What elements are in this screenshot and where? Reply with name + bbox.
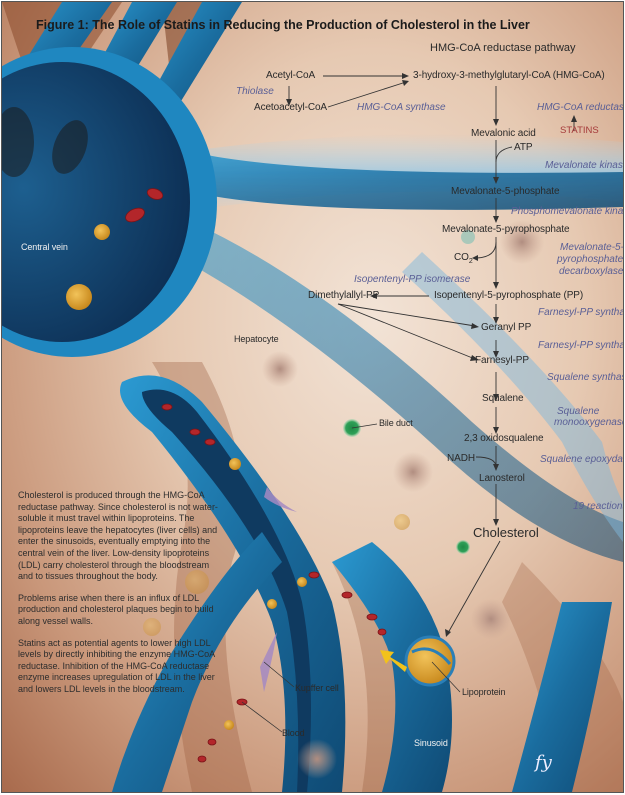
vein-shadows xyxy=(2,107,88,177)
kupffer-cells xyxy=(260,487,297,692)
enzyme-isopentenyl-pp-isomerase: Isopentenyl-PP isomerase xyxy=(354,274,471,285)
enzyme-phosphomevalonate-kinase: Phosphomevalonate kinase xyxy=(511,206,624,217)
metabolite-hmg-coa: 3-hydroxy-3-methylglutaryl-CoA (HMG-CoA) xyxy=(413,70,605,81)
description-text: Cholesterol is produced through the HMG-… xyxy=(18,490,223,706)
enzyme-farnesyl-pp-synthase-2: Farnesyl-PP synthase xyxy=(538,340,624,351)
metabolite-isopentenyl-pp: Isopentenyl-5-pyrophosphate (PP) xyxy=(434,290,584,301)
enzyme-squalene-epoxydase: Squalene epoxydase xyxy=(540,454,623,465)
cofactor-nadh: NADH xyxy=(447,453,475,464)
metabolite-geranyl-pp: Geranyl PP xyxy=(481,322,532,333)
lipoproteins xyxy=(66,224,456,730)
artist-signature: fy xyxy=(535,752,552,773)
label-kupffer-cell: Kupffer cell xyxy=(295,683,339,693)
arrowheads xyxy=(286,73,577,637)
label-bile-duct: Bile duct xyxy=(379,418,413,428)
metabolite-acetoacetyl-coa: Acetoacetyl-CoA xyxy=(254,102,327,113)
label-blood: Blood xyxy=(282,728,305,738)
enzyme-hmg-coa-reductase: HMG-CoA reductase xyxy=(537,102,624,113)
metabolite-oxidosqualene: 2,3 oxidosqualene xyxy=(464,433,544,444)
description-paragraph-1: Cholesterol is produced through the HMG-… xyxy=(18,490,218,582)
enzyme-decarboxylase-line3: decarboxylase xyxy=(559,266,624,277)
metabolite-lanosterol: Lanosterol xyxy=(479,473,525,484)
description-paragraph-3: Statins act as potential agents to lower… xyxy=(18,637,215,694)
leader-lines xyxy=(241,423,461,733)
metabolite-mevalonic-acid: Mevalonic acid xyxy=(471,128,536,139)
enzyme-squalene-synthase: Squalene synthase xyxy=(547,372,624,383)
metabolite-farnesyl-pp: Farnesyl-PP xyxy=(475,355,529,366)
enzyme-nineteen-reactions: 19 reactions xyxy=(573,501,624,512)
metabolite-cholesterol: Cholesterol xyxy=(473,525,539,540)
inhibitor-statins: STATINS xyxy=(560,125,599,136)
export-arrow-icon xyxy=(380,650,407,672)
label-central-vein: Central vein xyxy=(21,242,68,252)
label-sinusoid: Sinusoid xyxy=(414,738,448,748)
label-lipoprotein: Lipoprotein xyxy=(462,687,506,697)
enzyme-mevalonate-kinase: Mevalonate kinase xyxy=(545,160,624,171)
enzyme-decarboxylase-line1: Mevalonate-5- xyxy=(560,242,624,253)
cofactor-atp: ATP xyxy=(514,142,533,153)
enzyme-decarboxylase-line2: pyrophosphate xyxy=(557,254,624,265)
description-paragraph-2: Problems arise when there is an influx o… xyxy=(18,592,214,626)
metabolite-acetyl-coa: Acetyl-CoA xyxy=(266,70,316,81)
hepatocyte-nuclei xyxy=(262,220,544,779)
enzyme-hmg-coa-synthase: HMG-CoA synthase xyxy=(357,102,446,113)
metabolite-mevalonate-5-pyrophosphate: Mevalonate-5-pyrophosphate xyxy=(442,224,570,235)
enzyme-thiolase: Thiolase xyxy=(236,86,274,97)
metabolite-mevalonate-5-phosphate: Mevalonate-5-phosphate xyxy=(451,186,560,197)
enzyme-squalene-monooxygenase-line1: Squalene xyxy=(557,406,600,417)
metabolite-squalene: Squalene xyxy=(482,393,524,404)
enzyme-squalene-monooxygenase-line2: monooxygenase xyxy=(554,417,624,428)
byproduct-co2: CO2 xyxy=(454,252,473,265)
metabolite-dimethylallyl-pp: Dimethylallyl-PP xyxy=(308,290,380,301)
figure-title: Figure 1: The Role of Statins in Reducin… xyxy=(36,18,530,32)
pathway-arrows xyxy=(288,75,575,634)
label-hepatocyte: Hepatocyte xyxy=(234,334,279,344)
pathway-title: HMG-CoA reductase pathway xyxy=(430,42,576,54)
red-blood-cells xyxy=(125,188,387,763)
enzyme-farnesyl-pp-synthase-1: Farnesyl-PP synthase xyxy=(538,307,624,318)
